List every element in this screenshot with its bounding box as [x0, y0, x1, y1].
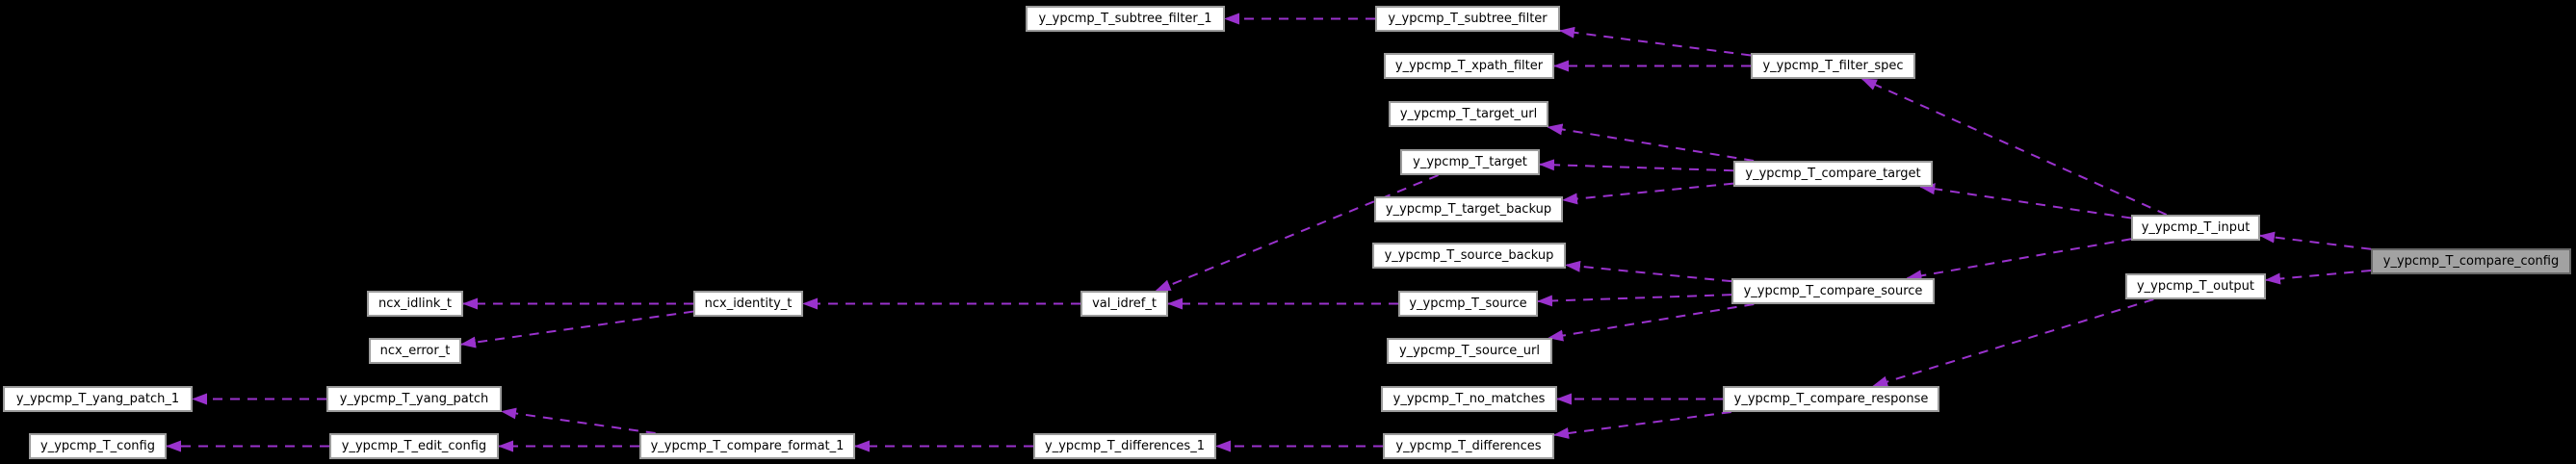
edge-compare_target-to-target — [1539, 159, 1734, 172]
node-differences_1[interactable]: y_ypcmp_T_differences_1 — [1033, 433, 1216, 459]
node-compare_target[interactable]: y_ypcmp_T_compare_target — [1733, 161, 1933, 187]
edge-compare_target-to-target_url — [1547, 123, 1755, 162]
node-input[interactable]: y_ypcmp_T_input — [2131, 215, 2260, 241]
node-no_matches[interactable]: y_ypcmp_T_no_matches — [1381, 386, 1557, 412]
node-target_backup[interactable]: y_ypcmp_T_target_backup — [1374, 196, 1563, 222]
node-config[interactable]: y_ypcmp_T_config — [29, 433, 167, 459]
edge-compare_config-to-output — [2265, 269, 2372, 285]
node-yang_patch_1[interactable]: y_ypcmp_T_yang_patch_1 — [3, 386, 193, 412]
edge-compare_target-to-target_backup — [1562, 182, 1734, 205]
edge-compare_format_1-to-yang_patch — [501, 407, 656, 434]
node-target_url[interactable]: y_ypcmp_T_target_url — [1389, 101, 1548, 127]
node-yang_patch[interactable]: y_ypcmp_T_yang_patch — [326, 386, 502, 412]
edge-target-to-val_idref_t — [1155, 174, 1439, 292]
node-source_url[interactable]: y_ypcmp_T_source_url — [1387, 338, 1552, 364]
node-source_backup[interactable]: y_ypcmp_T_source_backup — [1372, 243, 1566, 269]
node-val_idref_t[interactable]: val_idref_t — [1080, 291, 1168, 317]
node-target[interactable]: y_ypcmp_T_target — [1400, 149, 1540, 175]
node-edit_config[interactable]: y_ypcmp_T_edit_config — [329, 433, 499, 459]
node-xpath_filter[interactable]: y_ypcmp_T_xpath_filter — [1384, 53, 1554, 79]
node-compare_config: y_ypcmp_T_compare_config — [2371, 248, 2571, 274]
edge-compare_source-to-source_url — [1548, 303, 1755, 342]
node-subtree_filter_1[interactable]: y_ypcmp_T_subtree_filter_1 — [1026, 6, 1225, 32]
node-compare_source[interactable]: y_ypcmp_T_compare_source — [1731, 278, 1935, 304]
node-subtree_filter[interactable]: y_ypcmp_T_subtree_filter — [1375, 6, 1560, 32]
node-differences[interactable]: y_ypcmp_T_differences — [1383, 433, 1554, 459]
node-ncx_error_t[interactable]: ncx_error_t — [369, 338, 461, 364]
node-ncx_idlink_t[interactable]: ncx_idlink_t — [367, 291, 463, 317]
node-compare_format_1[interactable]: y_ypcmp_T_compare_format_1 — [639, 433, 855, 459]
edge-input-to-filter_spec — [1860, 78, 2168, 216]
node-ncx_identity_t[interactable]: ncx_identity_t — [693, 291, 803, 317]
edge-compare_response-to-differences — [1553, 411, 1731, 439]
node-source[interactable]: y_ypcmp_T_source — [1398, 291, 1538, 317]
node-output[interactable]: y_ypcmp_T_output — [2125, 273, 2266, 299]
node-filter_spec[interactable]: y_ypcmp_T_filter_spec — [1751, 53, 1915, 79]
edge-output-to-compare_response — [1872, 298, 2154, 388]
edge-ncx_identity_t-to-ncx_error_t — [460, 310, 694, 348]
edge-input-to-compare_target — [1919, 183, 2132, 219]
edge-input-to-compare_source — [1906, 238, 2132, 282]
node-compare_response[interactable]: y_ypcmp_T_compare_response — [1723, 386, 1939, 412]
edge-compare_source-to-source — [1537, 294, 1732, 307]
edge-compare_source-to-source_backup — [1565, 260, 1732, 283]
edge-compare_config-to-input — [2259, 231, 2372, 250]
edge-filter_spec-to-subtree_filter — [1559, 26, 1752, 57]
